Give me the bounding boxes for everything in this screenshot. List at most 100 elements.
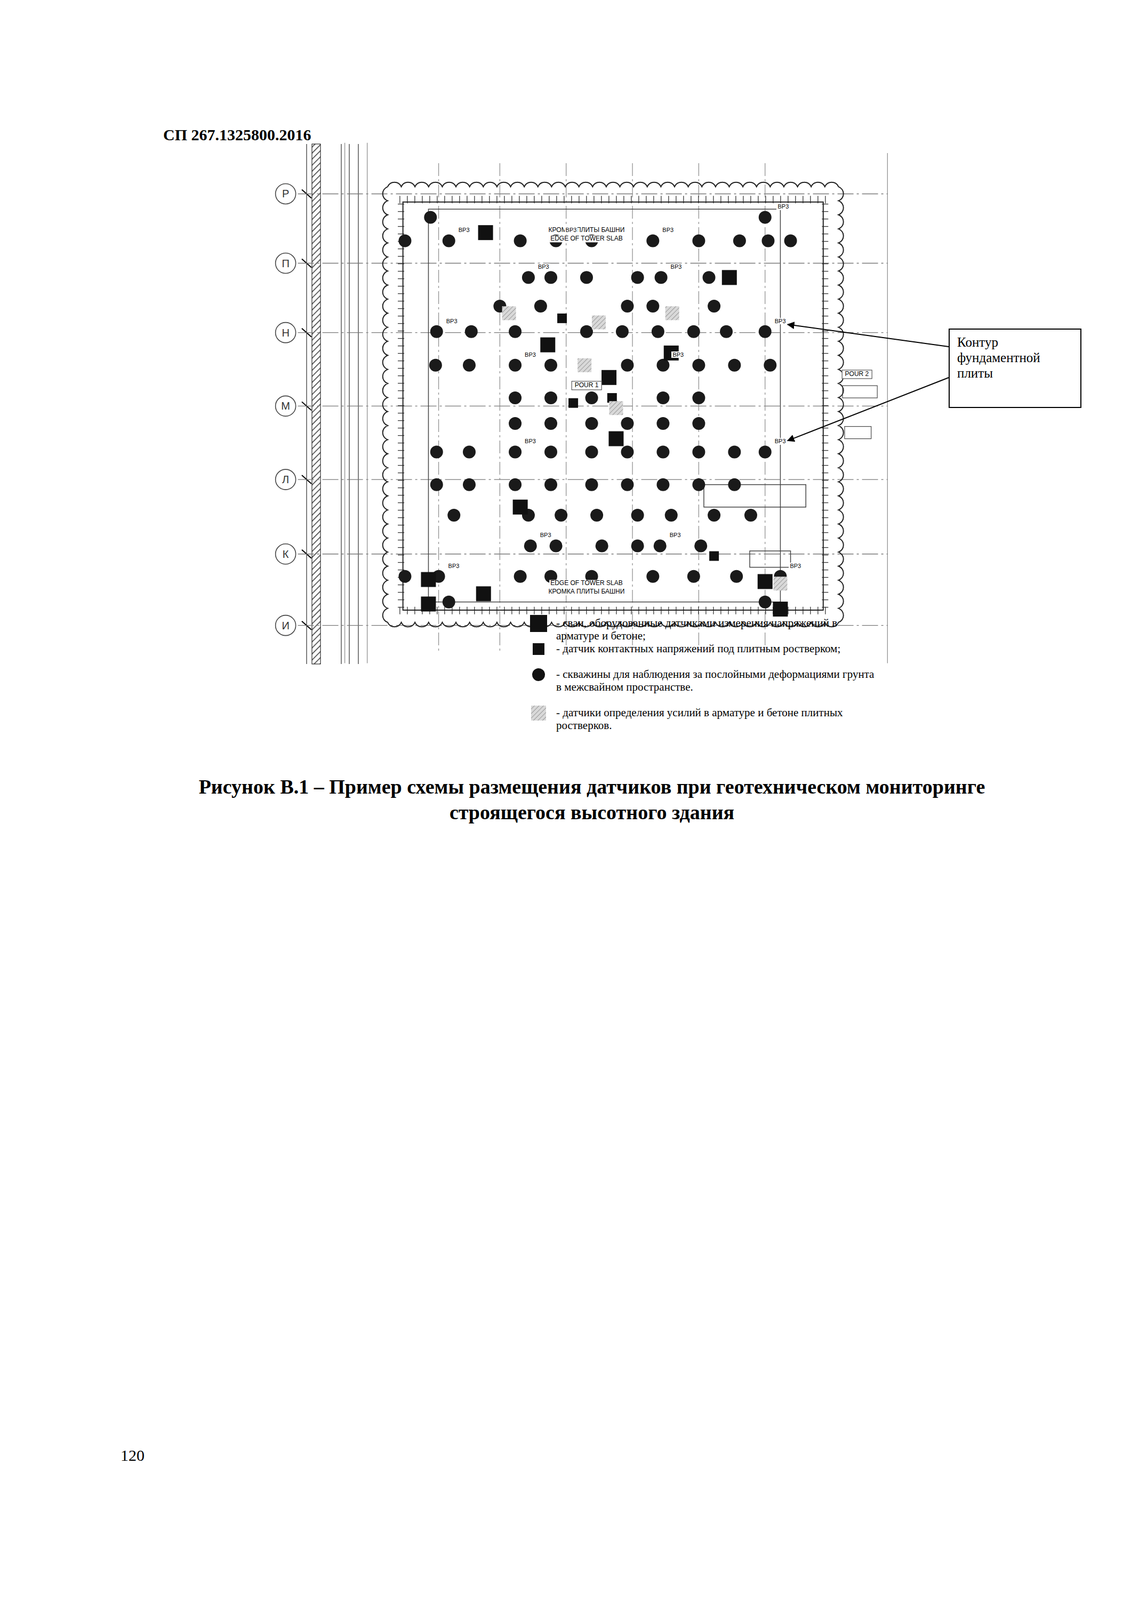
borehole-tag: ВР3 [776, 203, 790, 210]
borehole-marker [631, 508, 645, 522]
borehole-marker [692, 478, 705, 492]
borehole-marker [692, 234, 705, 247]
figure-caption: Рисунок В.1 – Пример схемы размещения да… [138, 774, 1046, 825]
borehole-marker [651, 325, 665, 339]
borehole-tag: ВР3 [564, 226, 579, 234]
borehole-marker [707, 508, 721, 522]
pile-sensor-marker [420, 596, 436, 612]
tower-slab-edge [428, 209, 781, 603]
borehole-tag: ВР3 [661, 226, 675, 234]
borehole-marker [544, 416, 558, 430]
axis-bubble [275, 183, 296, 204]
borehole-marker [707, 299, 721, 313]
leader-arrow [787, 377, 949, 441]
axis-letter: Л [282, 473, 290, 486]
borehole-marker [514, 234, 527, 247]
borehole-marker [620, 416, 634, 430]
borehole-marker [646, 570, 660, 583]
borehole-marker [524, 539, 537, 552]
raft-sensor-marker [608, 400, 623, 415]
borehole-marker [692, 391, 705, 405]
borehole-marker [580, 325, 593, 339]
borehole-marker [398, 234, 412, 247]
borehole-marker [763, 358, 777, 372]
borehole-marker [727, 445, 741, 459]
legend-text: - датчики определения усилий в арматуре … [556, 706, 877, 732]
borehole-marker [522, 270, 535, 284]
borehole-marker [534, 299, 548, 313]
borehole-marker [646, 299, 660, 313]
pile-sensor-marker [540, 337, 556, 353]
borehole-marker [429, 358, 443, 372]
legend-sample [532, 643, 545, 655]
axis-letter: Р [282, 187, 290, 200]
borehole-marker [544, 445, 558, 459]
axis-bubble [275, 322, 296, 343]
stair-block [749, 550, 791, 568]
axis-letter: М [281, 399, 291, 413]
document-code: СП 267.1325800.2016 [163, 125, 312, 144]
borehole-marker [692, 416, 705, 430]
grid-line [344, 142, 346, 664]
ruler-tick [399, 606, 400, 615]
borehole-tag: ВР3 [536, 263, 551, 270]
borehole-tag: ВР3 [773, 437, 788, 445]
drawing-line [357, 143, 359, 664]
plan-note: EDGE OF TOWER SLAB [549, 580, 624, 588]
hatched-wall [311, 143, 321, 664]
contact-sensor-marker [709, 551, 719, 561]
borehole-marker [544, 358, 558, 372]
axis-line [298, 262, 888, 264]
borehole-marker [464, 325, 478, 339]
pile-sensor-marker [722, 269, 737, 285]
axis-line [298, 405, 888, 407]
borehole-marker [631, 270, 645, 284]
contact-sensor-marker [557, 313, 567, 324]
borehole-marker [514, 570, 527, 583]
borehole-marker [508, 416, 522, 430]
borehole-marker [580, 270, 593, 284]
grid-line [631, 163, 633, 653]
borehole-marker [620, 358, 634, 372]
pile-sensor-marker [757, 573, 773, 589]
borehole-marker [423, 210, 437, 224]
borehole-marker [398, 570, 412, 583]
axis-bubble [275, 469, 296, 490]
borehole-marker [447, 508, 461, 522]
callout-text: Контур фундаментной плиты [957, 334, 1073, 381]
axis-line [298, 193, 888, 195]
borehole-marker [758, 325, 772, 339]
grid-line [499, 163, 501, 653]
borehole-marker [656, 478, 670, 492]
borehole-marker [585, 416, 599, 430]
leader-arrow [787, 324, 949, 347]
borehole-marker [758, 210, 772, 224]
borehole-marker [585, 478, 599, 492]
borehole-tag: ВР3 [447, 562, 461, 569]
raft-sensor-marker [577, 358, 592, 373]
borehole-marker [430, 325, 444, 339]
slab-edge [403, 202, 824, 611]
borehole-marker [656, 416, 670, 430]
borehole-marker [758, 595, 772, 609]
ruler-tick [824, 195, 826, 204]
borehole-marker [733, 234, 747, 247]
drawing-line [348, 143, 350, 664]
axis-letter: П [281, 257, 290, 270]
borehole-marker [664, 508, 678, 522]
borehole-marker [687, 570, 701, 583]
borehole-tag: ВР3 [788, 562, 802, 569]
borehole-marker [585, 445, 599, 459]
borehole-marker [719, 325, 733, 339]
stair-block [703, 484, 806, 508]
ruler-tick [399, 195, 400, 204]
axis-letter: К [282, 547, 290, 560]
legend-sample [532, 668, 545, 681]
detail-box [844, 426, 872, 439]
plan-note: EDGE OF TOWER SLAB [549, 235, 624, 243]
borehole-marker [730, 570, 743, 583]
borehole-marker [656, 391, 670, 405]
detail-box [842, 385, 878, 398]
borehole-tag: ВР3 [457, 226, 471, 234]
legend-text: - датчик контактных напряжений под плитн… [556, 642, 877, 655]
